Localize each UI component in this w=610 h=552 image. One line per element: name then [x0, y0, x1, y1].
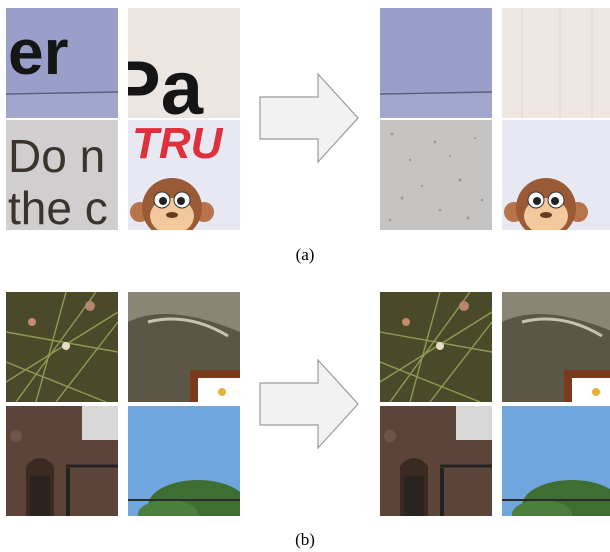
input-tile-text-pa: Pa	[128, 8, 240, 118]
text-do-image: Do n the c	[6, 120, 118, 230]
tile-text-tru: TRU	[132, 120, 224, 168]
text-pa-image: Pa	[128, 8, 240, 118]
grey-texture-image	[380, 120, 492, 230]
tile-text-pa: Pa	[128, 46, 204, 118]
input-tile-sky-trees	[128, 406, 240, 516]
foliage-output-image	[380, 292, 492, 402]
input-tile-rock	[128, 292, 240, 402]
right-arrow-icon	[259, 358, 359, 450]
tile-text-do: Do n	[8, 130, 105, 182]
blue-paper-image	[380, 8, 492, 118]
building-image	[6, 406, 118, 516]
output-tile-grey-texture	[380, 120, 492, 230]
monkey-icon	[130, 178, 214, 230]
right-arrow-icon	[259, 72, 359, 164]
caption-a: (a)	[295, 245, 315, 264]
sky-trees-output-image	[502, 406, 610, 516]
monkey-output-image	[502, 120, 610, 230]
output-tile-cream-paper	[502, 8, 610, 118]
caption-b: (b)	[295, 530, 315, 549]
input-tile-building	[6, 406, 118, 516]
rock-output-image	[502, 292, 610, 402]
monkey-image: TRU	[128, 120, 240, 230]
output-tile-blue-paper	[380, 8, 492, 118]
tile-text-the: the c	[8, 182, 108, 230]
sky-trees-image	[128, 406, 240, 516]
rock-image	[128, 292, 240, 402]
input-tile-text-do: Do n the c	[6, 120, 118, 230]
input-tile-monkey: TRU	[128, 120, 240, 230]
input-tile-text-er: er	[6, 8, 118, 118]
monkey-icon	[504, 178, 588, 230]
output-tile-rock	[502, 292, 610, 402]
cream-paper-image	[502, 8, 610, 118]
output-tile-sky-trees	[502, 406, 610, 516]
tile-text-er: er	[8, 16, 69, 88]
foliage-image	[6, 292, 118, 402]
input-tile-foliage	[6, 292, 118, 402]
building-output-image	[380, 406, 492, 516]
output-tile-monkey	[502, 120, 610, 230]
output-tile-building	[380, 406, 492, 516]
output-tile-foliage	[380, 292, 492, 402]
text-er-image: er	[6, 8, 118, 118]
